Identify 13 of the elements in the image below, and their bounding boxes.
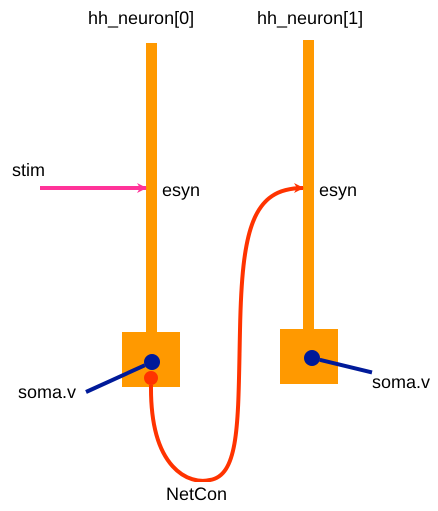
neuron-heading: hh_neuron[0] (88, 7, 194, 30)
soma-box (280, 329, 338, 384)
arrow (149, 184, 304, 483)
leader-line (85, 363, 146, 394)
arrow (40, 183, 147, 193)
probe-label: soma.v (18, 380, 86, 404)
synapse-label: esyn (162, 179, 200, 202)
probe-label: soma.v (372, 370, 438, 394)
dendrite-bar (146, 43, 157, 332)
synapse-label: esyn (319, 179, 358, 202)
soma-box (122, 332, 180, 387)
dendrite-bar (303, 40, 314, 329)
neuron-heading: hh_neuron[1] (257, 7, 364, 30)
